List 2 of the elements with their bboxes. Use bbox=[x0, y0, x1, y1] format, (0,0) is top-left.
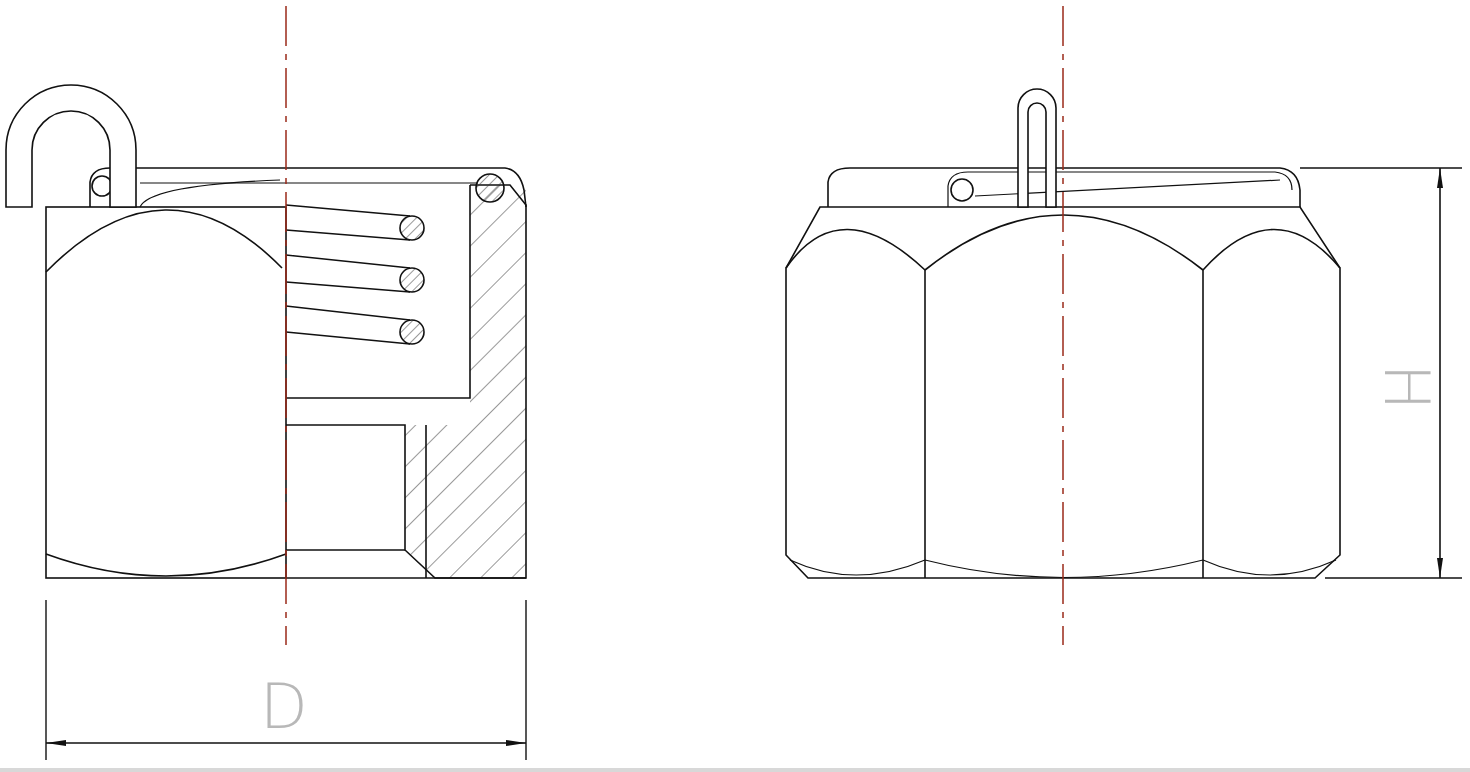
dimension-label: D bbox=[260, 676, 308, 738]
dimension-label: H bbox=[1375, 363, 1438, 411]
